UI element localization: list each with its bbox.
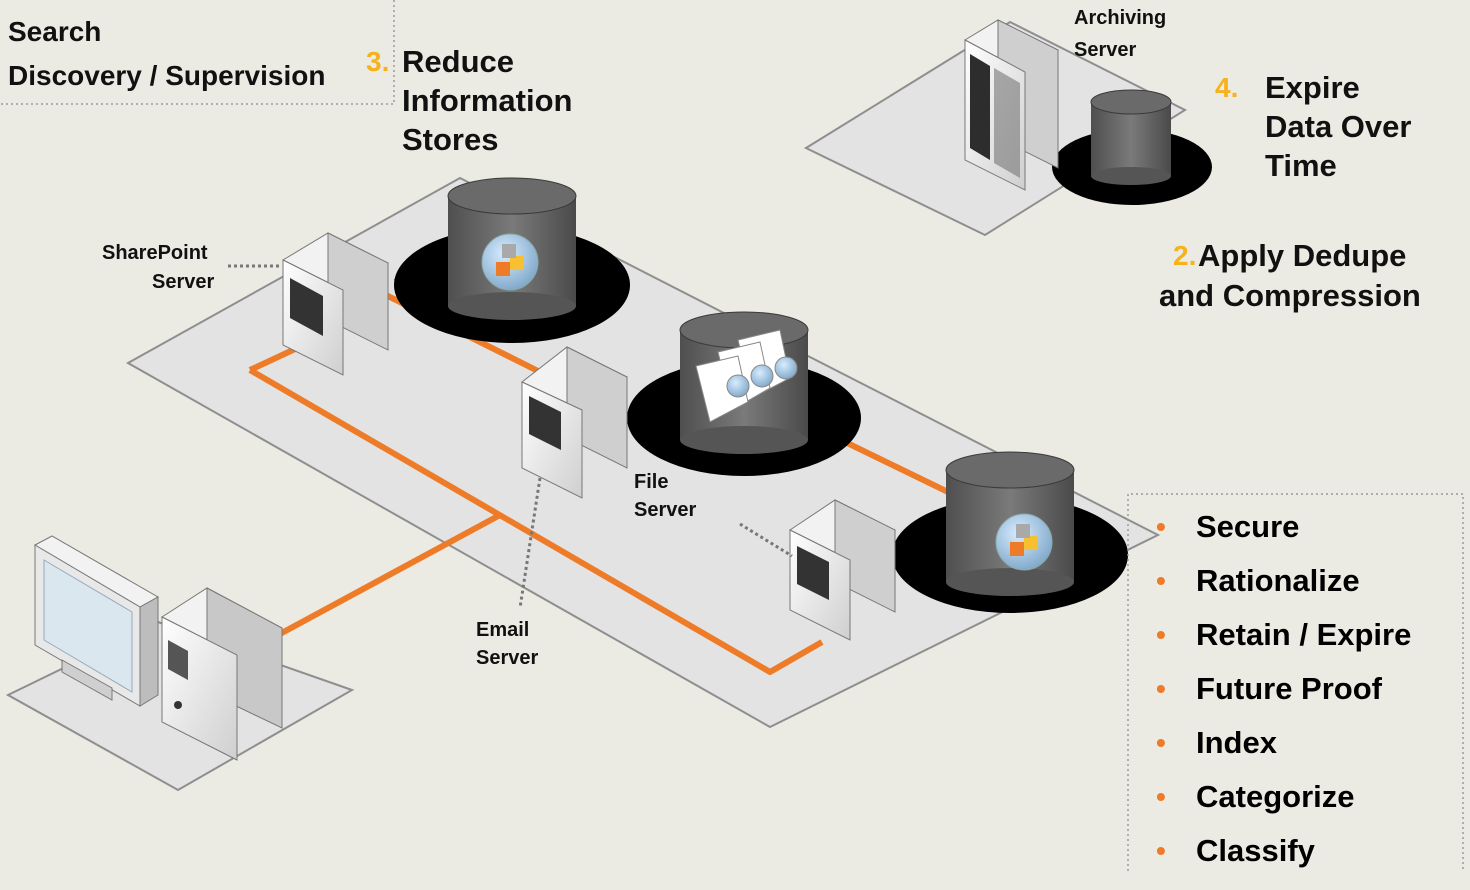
capability-item: • Categorize [1156, 770, 1466, 824]
file-storage-cylinder [945, 451, 1075, 596]
capability-item: • Index [1156, 716, 1466, 770]
step-dedupe-line1: Apply Dedupe [1198, 238, 1407, 273]
sharepoint-content-icon [481, 233, 539, 291]
step-reduce-line1: Reduce [402, 44, 514, 79]
file-content-icon [995, 513, 1053, 571]
step-expire-line3: Time [1265, 148, 1337, 183]
file-server-icon [789, 499, 896, 641]
email-leader-line [518, 477, 542, 609]
step-reduce-number: 3. [366, 46, 390, 77]
desktop-tower-icon [160, 587, 284, 761]
file-label-line1: File [634, 471, 669, 493]
file-label-line2: Server [634, 499, 697, 521]
top-left-item-search: Search [8, 16, 102, 47]
top-left-item-discovery: Discovery / Supervision [8, 60, 326, 91]
capabilities-frame [1127, 493, 1464, 871]
desktop-computer-icon [33, 535, 160, 707]
step-reduce-line2: Information [402, 83, 573, 118]
step-dedupe-line2: and Compression [1159, 278, 1421, 313]
email-server-icon [521, 346, 628, 499]
step-dedupe-number: 2. [1173, 240, 1197, 271]
bullet-dot-icon: • [1156, 835, 1166, 866]
capability-label: Index [1196, 725, 1277, 760]
capability-label: Classify [1196, 833, 1315, 868]
capability-label: Secure [1196, 509, 1300, 544]
top-left-frame [0, 0, 395, 105]
step-expire-line2: Data Over [1265, 109, 1412, 144]
capability-item: • Classify [1156, 824, 1466, 878]
capability-item: • Future Proof [1156, 662, 1466, 716]
capability-item: • Secure [1156, 500, 1466, 554]
bullet-dot-icon: • [1156, 673, 1166, 704]
email-label-line1: Email [476, 619, 530, 641]
step-reduce-line3: Stores [402, 122, 499, 157]
infrastructure-diagram [0, 0, 1464, 871]
bullet-dot-icon: • [1156, 727, 1166, 758]
bullet-dot-icon: • [1156, 565, 1166, 596]
bullet-dot-icon: • [1156, 619, 1166, 650]
file-leader-line [739, 522, 793, 558]
capability-label: Categorize [1196, 779, 1355, 814]
capability-item: • Retain / Expire [1156, 608, 1466, 662]
bullet-dot-icon: • [1156, 511, 1166, 542]
archive-storage-cylinder [1090, 89, 1172, 185]
archiving-label-line1: Archiving [1074, 7, 1167, 29]
capability-item: • Rationalize [1156, 554, 1466, 608]
capability-label: Future Proof [1196, 671, 1382, 706]
capability-label: Rationalize [1196, 563, 1360, 598]
sharepoint-label-line2: Server [152, 271, 215, 293]
sharepoint-label-line1: SharePoint [102, 242, 208, 264]
email-label-line2: Server [476, 647, 539, 669]
capabilities-list: • Secure • Rationalize • Retain / Expire • F… [1156, 500, 1466, 890]
sharepoint-server-icon [281, 232, 390, 376]
bullet-dot-icon: • [1156, 781, 1166, 812]
email-messages-icon [695, 329, 798, 423]
archiving-server-icon [963, 19, 1059, 191]
step-expire-line1: Expire [1265, 70, 1360, 105]
archiving-label-line2: Server [1074, 39, 1137, 61]
capability-label: Retain / Expire [1196, 617, 1412, 652]
step-expire-number: 4. [1215, 72, 1239, 103]
